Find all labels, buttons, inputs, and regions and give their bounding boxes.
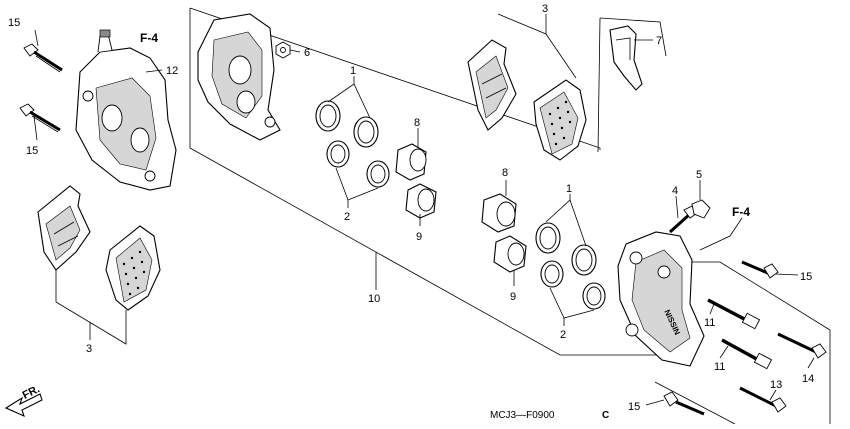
bolt-15-bottom (645, 391, 705, 416)
pistons-lower (481, 193, 527, 273)
pistons-upper (395, 143, 437, 219)
front-direction-arrow (4, 393, 43, 418)
drawing-code-text: MCJ3—F0900 (490, 410, 555, 421)
part-label: 15 (26, 145, 38, 157)
bleeder-valve-4 (668, 205, 697, 234)
part-label: 15 (800, 271, 812, 283)
part-label: 2 (344, 211, 350, 223)
part-labels: 15 F-4 12 15 6 3 7 1 8 2 9 10 8 1 4 5 F-… (8, 3, 814, 413)
part-label: 3 (86, 343, 92, 355)
part-label: 15 (8, 17, 20, 29)
part-label: F-4 (732, 205, 750, 219)
part-label: 1 (350, 65, 356, 77)
part-label: 10 (368, 293, 380, 305)
seals-upper (315, 100, 390, 188)
left-caliper-body (75, 29, 177, 191)
pad-pin-11-lower (721, 338, 773, 370)
part-label: 11 (704, 317, 715, 329)
drawing-code-suffix: C (602, 410, 609, 421)
bleeder-cap-5 (691, 199, 711, 219)
bolt-14 (777, 332, 827, 359)
pad-pin-11-upper (707, 298, 761, 330)
part-label: 7 (656, 35, 662, 47)
part-label: 9 (416, 231, 422, 243)
part-label: 11 (714, 361, 725, 373)
part-label: 5 (696, 169, 702, 181)
part-label: 15 (628, 401, 640, 413)
left-brake-pads (37, 185, 161, 311)
part-label: 1 (566, 183, 572, 195)
part-label: 13 (770, 379, 782, 391)
center-caliper-half (197, 13, 281, 141)
pad-spring-7 (609, 25, 643, 91)
bolt-15-top-left (23, 43, 63, 73)
part-label: F-4 (140, 31, 158, 45)
part-label: 4 (672, 185, 678, 197)
drawing-code: MCJ3—F0900 C (490, 410, 609, 421)
bolt-15-mid-left (19, 103, 61, 133)
part-label: 2 (560, 329, 566, 341)
part-label: 8 (502, 167, 508, 179)
right-caliper-body: NISSIN (617, 231, 705, 367)
seals-lower (535, 222, 606, 310)
part-label: 9 (510, 291, 516, 303)
top-brake-pads (467, 39, 587, 161)
part-label: 3 (542, 3, 548, 15)
part-label: 8 (414, 117, 420, 129)
bolt-15-right-upper (741, 260, 799, 279)
nut-6 (275, 41, 291, 59)
leader-lines (33, 13, 815, 401)
part-label: 14 (802, 373, 814, 385)
part-label: 12 (166, 65, 178, 77)
bolt-13 (739, 386, 787, 413)
part-label: 6 (304, 47, 310, 59)
